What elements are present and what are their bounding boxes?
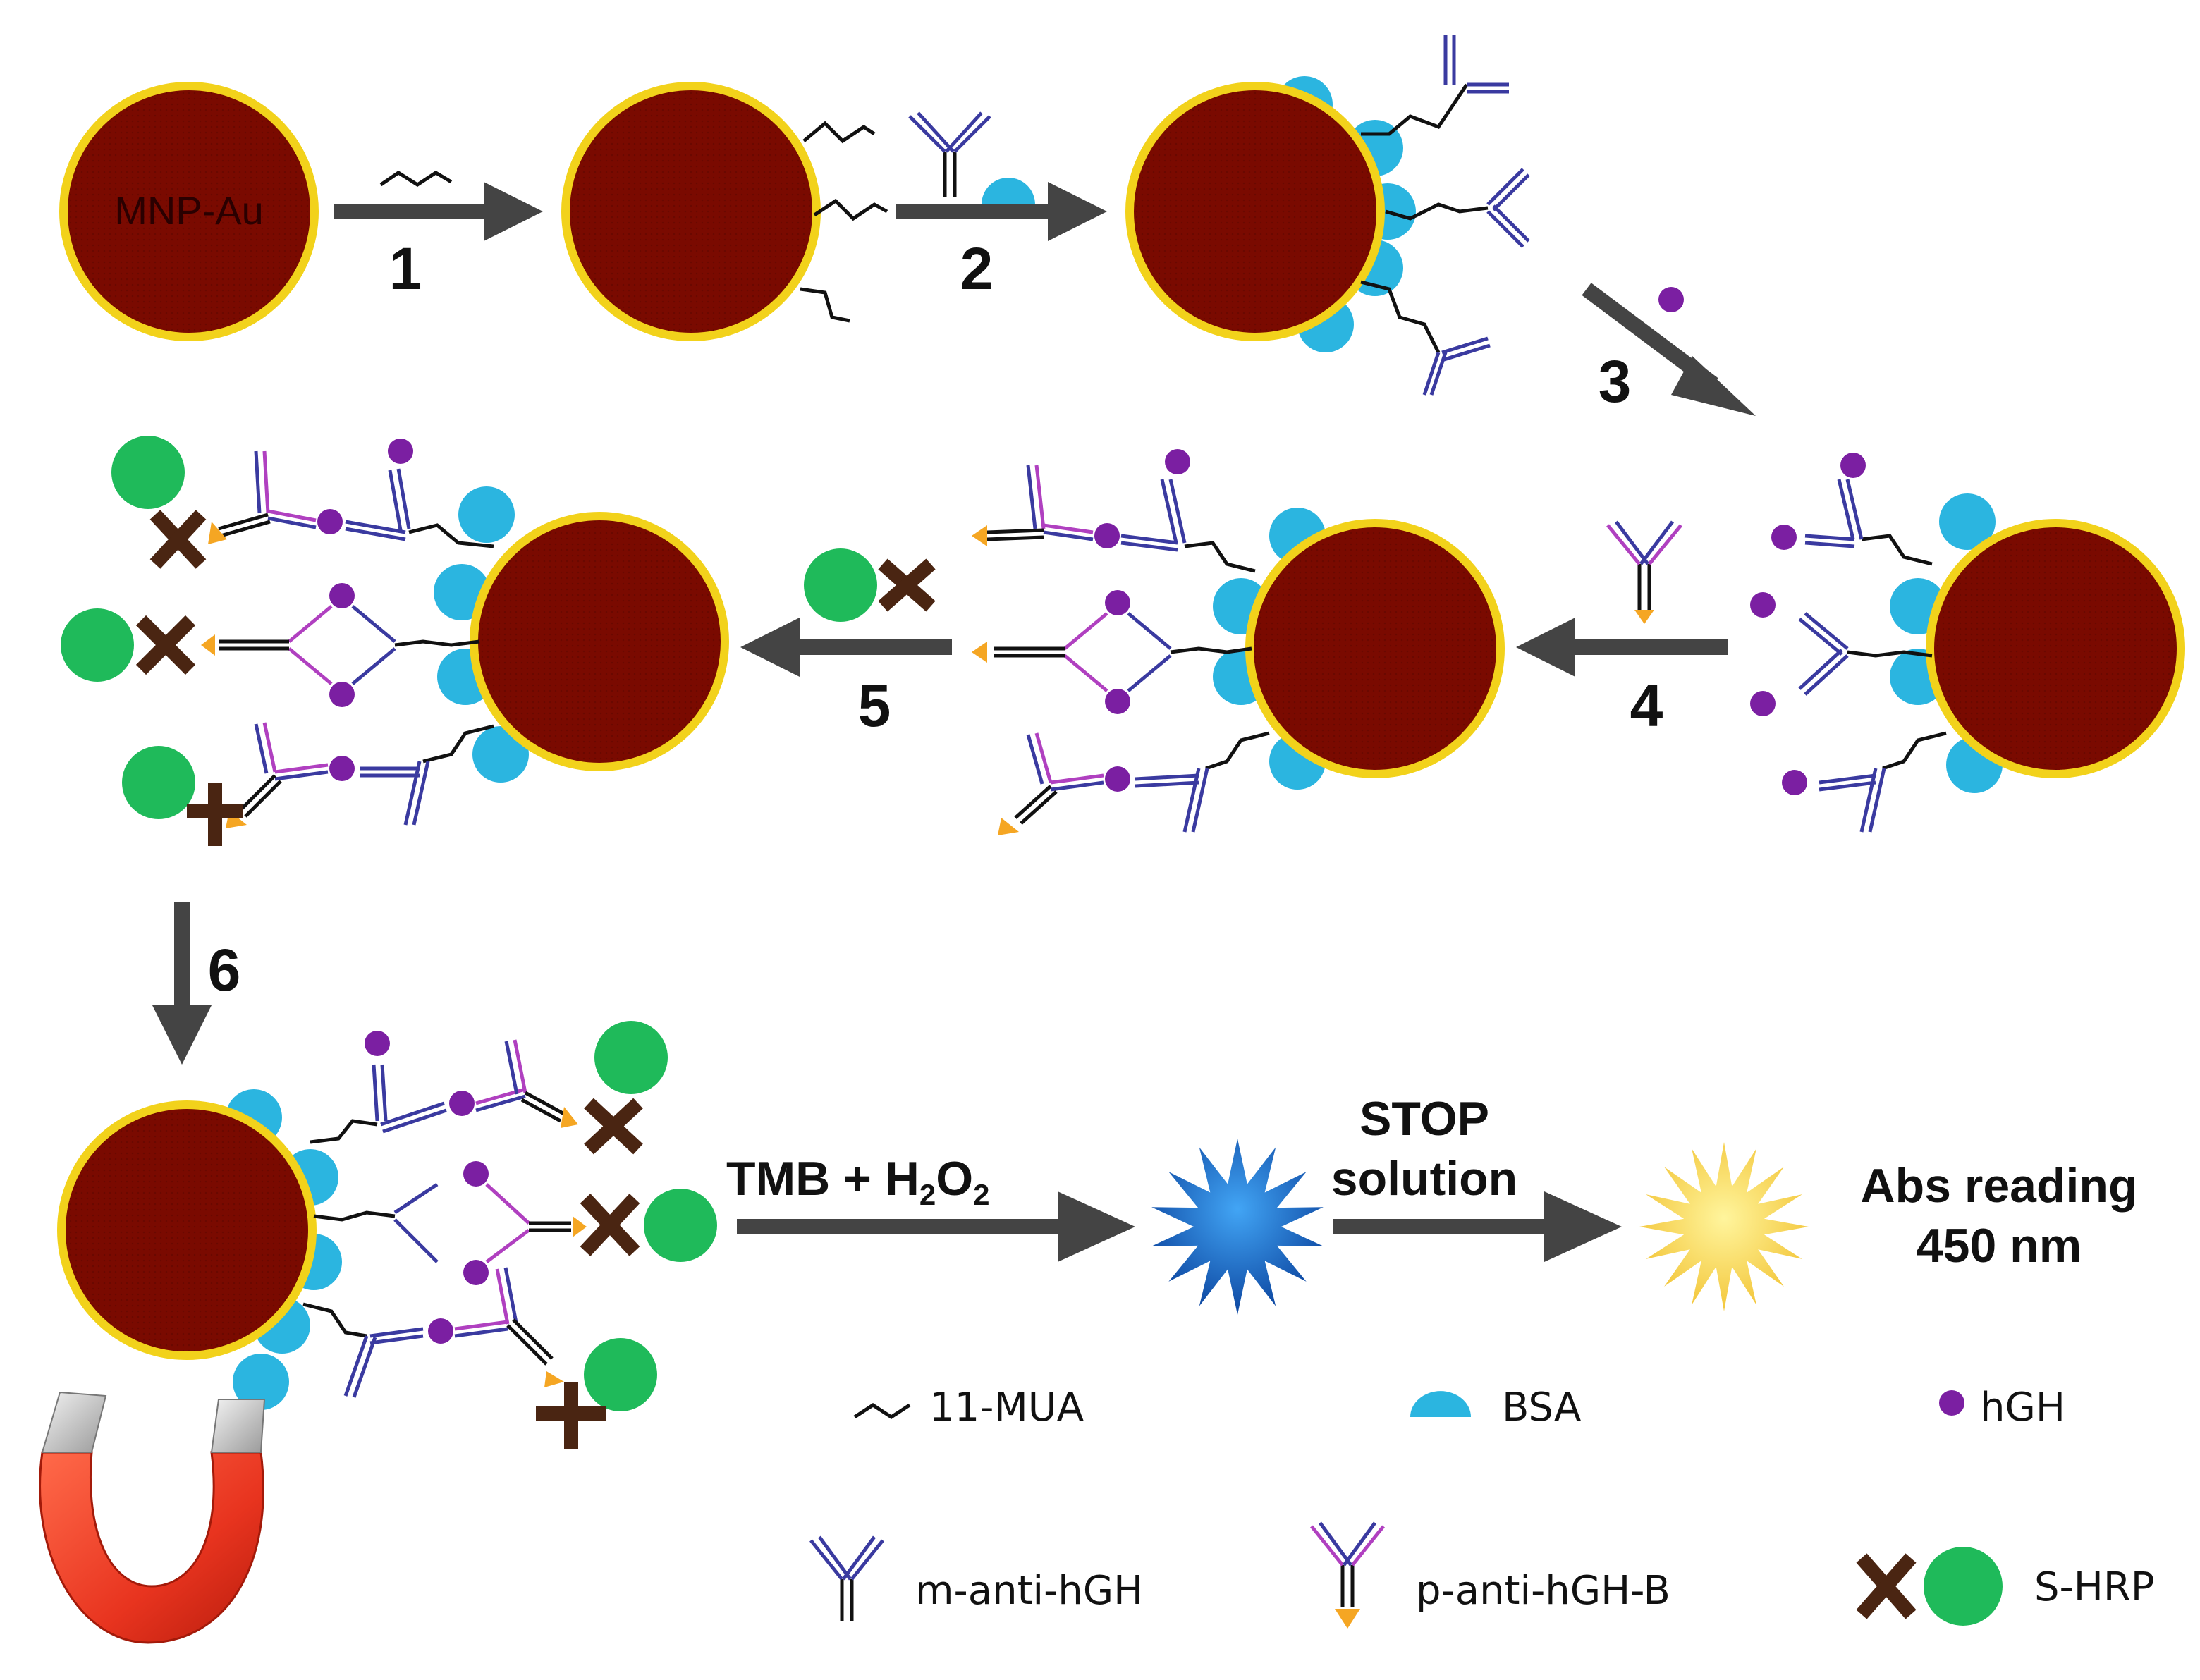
- legend-item-shrp: S-HRP: [1856, 1547, 2155, 1626]
- s-hrp-icon: [804, 548, 936, 622]
- mua-squiggle-icon: [379, 171, 453, 187]
- arrow-step-6: 6: [152, 902, 240, 1065]
- step-6-label: 6: [208, 937, 241, 1003]
- particle-labelled: [61, 436, 729, 846]
- arrow-step-1: 1: [334, 171, 543, 302]
- bsa-icon: [982, 178, 1035, 204]
- yellow-product-icon: [1639, 1142, 1809, 1311]
- step-3-label: 3: [1599, 348, 1632, 415]
- step-5-label: 5: [858, 673, 891, 739]
- legend-label-m-anti: m-anti-hGH: [915, 1568, 1143, 1614]
- legend-item-hgh: hGH: [1939, 1385, 2065, 1430]
- particle-antigen-bound: [1750, 453, 2185, 833]
- m-antibody-icon: [809, 1535, 884, 1621]
- legend-label-mua: 11-MUA: [929, 1385, 1084, 1430]
- legend-item-m-anti: m-anti-hGH: [809, 1535, 1143, 1621]
- p-antibody-icon: [1310, 1521, 1385, 1629]
- legend: 11-MUA BSA hGH m-anti-hGH: [809, 1385, 2155, 1629]
- particle-separated: [57, 1021, 717, 1449]
- step-1-label: 1: [389, 235, 422, 302]
- wavelength-label: 450 nm: [1917, 1219, 2082, 1273]
- mua-icon: [853, 1403, 911, 1419]
- particle-mua: [561, 82, 888, 341]
- particle-sandwich: [972, 449, 1505, 835]
- p-antibody-icon: [1606, 520, 1682, 624]
- step-2-label: 2: [960, 235, 994, 302]
- arrow-stop: STOP solution: [1331, 1092, 1622, 1262]
- legend-label-p-anti: p-anti-hGH-B: [1416, 1568, 1670, 1614]
- legend-item-bsa: BSA: [1410, 1385, 1581, 1430]
- legend-label-shrp: S-HRP: [2034, 1564, 2155, 1610]
- arrow-step-3: 3: [1582, 283, 1756, 416]
- blue-product-icon: [1151, 1139, 1324, 1315]
- particle-label: MNP-Au: [114, 188, 264, 233]
- legend-item-p-anti: p-anti-hGH-B: [1310, 1521, 1670, 1629]
- legend-label-hgh: hGH: [1980, 1385, 2065, 1430]
- legend-label-bsa: BSA: [1502, 1385, 1581, 1430]
- m-antibody-icon: [908, 111, 991, 197]
- hgh-icon: [1658, 287, 1684, 312]
- arrow-step-2: 2: [896, 111, 1107, 302]
- step-4-label: 4: [1630, 673, 1663, 739]
- arrow-step-4: 4: [1516, 520, 1728, 739]
- tmb-label: TMB + H2O2: [726, 1152, 990, 1211]
- particle-capture: [1125, 35, 1530, 396]
- magnet-icon: [39, 1391, 266, 1644]
- abs-reading-label: Abs reading: [1861, 1159, 2138, 1213]
- s-hrp-icon: [1856, 1547, 2003, 1626]
- bsa-icon: [1410, 1391, 1471, 1417]
- stop-label-line2: solution: [1331, 1152, 1517, 1206]
- arrow-tmb: TMB + H2O2: [726, 1152, 1135, 1262]
- arrow-step-5: 5: [740, 548, 952, 739]
- stop-label-line1: STOP: [1359, 1092, 1489, 1146]
- particle-bare: MNP-Au: [59, 82, 319, 341]
- legend-item-mua: 11-MUA: [853, 1385, 1084, 1430]
- hgh-icon: [1939, 1390, 1964, 1416]
